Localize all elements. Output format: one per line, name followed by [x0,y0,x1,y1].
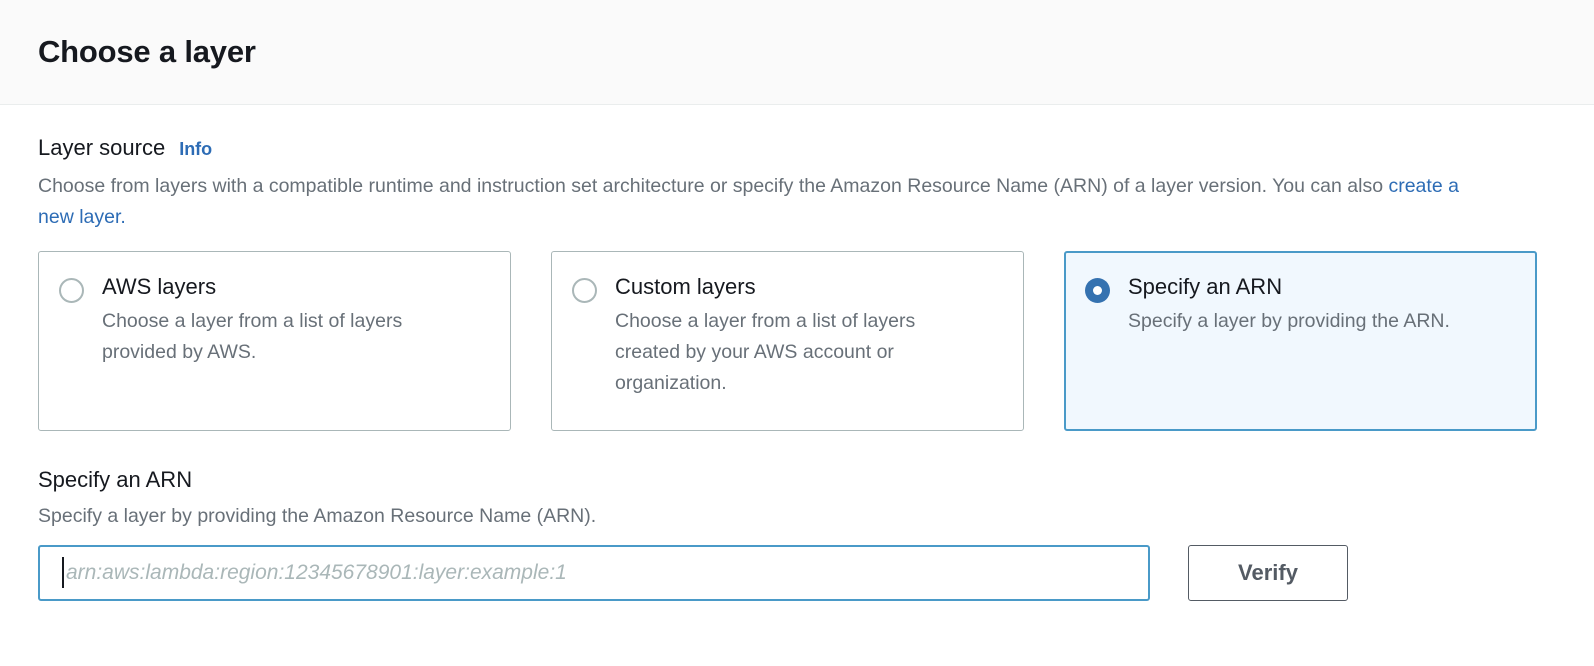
option-description: Specify a layer by providing the ARN. [1128,310,1450,332]
radio-unchecked-icon[interactable] [59,278,84,303]
layer-source-option-aws-layers[interactable]: AWS layers Choose a layer from a list of… [38,251,511,431]
option-text: Specify an ARN Specify a layer by provid… [1128,274,1450,337]
option-description: Choose a layer from a list of layers pro… [102,310,403,363]
specify-arn-description: Specify a layer by providing the Amazon … [38,505,597,527]
layer-source-options: AWS layers Choose a layer from a list of… [38,251,1556,431]
layer-source-label-row: Layer source Info [38,135,1556,161]
layer-source-description: Choose from layers with a compatible run… [38,171,1478,233]
layer-source-description-text: Choose from layers with a compatible run… [38,175,1389,197]
radio-unchecked-icon[interactable] [572,278,597,303]
verify-button[interactable]: Verify [1188,545,1348,601]
specify-arn-section: Specify an ARN Specify a layer by provid… [38,467,1556,601]
page-title: Choose a layer [38,34,256,69]
option-text: AWS layers Choose a layer from a list of… [102,274,462,368]
dialog-body: Layer source Info Choose from layers wit… [0,105,1594,601]
layer-source-option-specify-arn[interactable]: Specify an ARN Specify a layer by provid… [1064,251,1537,431]
text-cursor [62,557,64,588]
info-link[interactable]: Info [179,139,213,159]
arn-input-row: Verify [38,545,1556,601]
option-text: Custom layers Choose a layer from a list… [615,274,975,399]
arn-input[interactable] [38,545,1150,601]
create-new-layer-link[interactable]: create a new layer. [38,175,1459,228]
specify-arn-heading: Specify an ARN [38,467,193,492]
option-title: Custom layers [615,274,756,299]
dialog-header: Choose a layer [0,0,1594,105]
radio-checked-icon[interactable] [1085,278,1110,303]
option-title: AWS layers [102,274,217,299]
arn-input-wrapper [38,545,1150,601]
layer-source-label: Layer source [38,135,166,160]
layer-source-option-custom-layers[interactable]: Custom layers Choose a layer from a list… [551,251,1024,431]
option-title: Specify an ARN [1128,274,1283,299]
option-description: Choose a layer from a list of layers cre… [615,310,916,394]
